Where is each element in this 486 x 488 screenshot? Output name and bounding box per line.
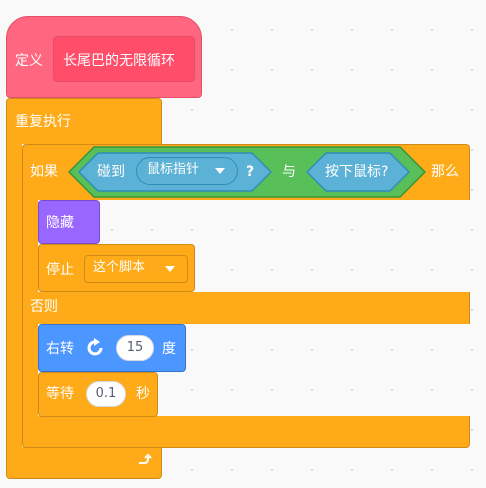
chevron-down-icon	[215, 168, 225, 174]
define-keyword: 定义	[15, 53, 43, 69]
turn-degrees-input[interactable]: 15	[116, 335, 154, 361]
wait-seconds-input[interactable]: 0.1	[86, 381, 126, 407]
forever-bottom	[6, 447, 162, 479]
touching-target-value: 鼠标指针	[147, 162, 200, 177]
wait-label: 等待	[46, 386, 74, 402]
loop-arrow-icon	[139, 453, 152, 464]
if-arm-bottom	[22, 323, 38, 417]
and-label: 与	[282, 164, 296, 180]
else-label: 否则	[30, 299, 58, 315]
mouse-down-label: 按下鼠标?	[325, 164, 389, 180]
rotate-right-icon	[87, 338, 103, 356]
then-label: 那么	[431, 164, 459, 180]
hide-block[interactable]	[38, 200, 100, 244]
wait-block[interactable]	[38, 372, 158, 417]
if-arm-top	[22, 199, 38, 293]
touching-label: 碰到	[97, 164, 125, 180]
turn-unit: 度	[162, 341, 176, 357]
wait-unit: 秒	[136, 386, 150, 402]
turn-right-block[interactable]	[38, 324, 186, 372]
if-label: 如果	[30, 164, 58, 180]
mouse-down-block[interactable]	[306, 152, 410, 192]
turn-label: 右转	[46, 341, 74, 357]
forever-arm	[6, 143, 22, 448]
if-else-bottom	[22, 416, 470, 448]
stop-option-value: 这个脚本	[93, 260, 146, 275]
define-name: 长尾巴的无限循环	[63, 53, 175, 69]
touching-suffix: ?	[246, 164, 255, 180]
define-prototype[interactable]	[53, 36, 195, 82]
chevron-down-icon	[165, 266, 175, 272]
else-row	[22, 292, 470, 324]
forever-block[interactable]	[6, 98, 162, 144]
hide-label: 隐藏	[46, 215, 74, 231]
forever-label: 重复执行	[15, 114, 71, 130]
stop-label: 停止	[46, 262, 74, 278]
